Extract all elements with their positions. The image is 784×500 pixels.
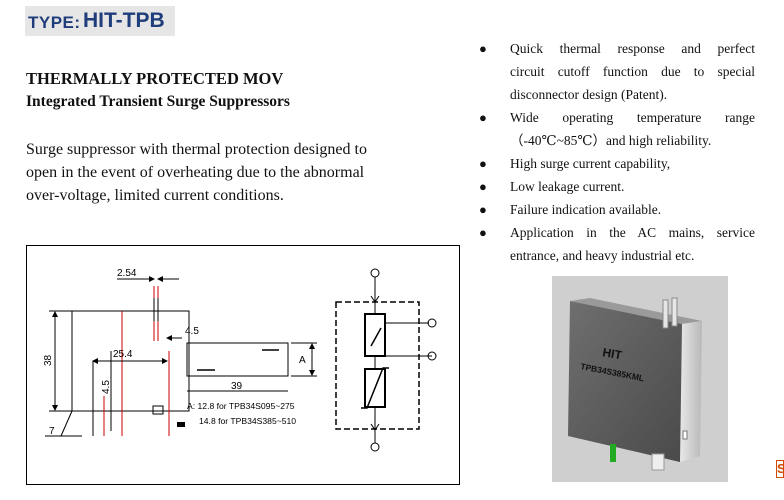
dim-pin-offset: 4.5 (101, 380, 112, 394)
feature-item: ● High surge current capability, (479, 152, 755, 175)
feature-item: ● Wide operating temperature range （-40℃… (479, 106, 755, 152)
photo-brand: HIT (601, 345, 623, 362)
feature-line: circuit cutoff function due to special (510, 64, 755, 79)
feature-item: ● Failure indication available. (479, 198, 755, 221)
edge-logo: S (776, 460, 784, 478)
type-model: HIT-TPB (83, 9, 165, 32)
dimension-drawing-svg: 2.54 4.5 38 25.4 4.5 7 A 39 A: 12.8 fo (43, 268, 437, 452)
product-subtitle: Integrated Transient Surge Suppressors (26, 93, 290, 110)
feature-item: ● Low leakage current. (479, 175, 755, 198)
product-title: THERMALLY PROTECTED MOV (26, 69, 284, 88)
feature-line: Failure indication available. (510, 202, 662, 217)
feature-line: entrance, and heavy industrial etc. (510, 248, 695, 263)
bullet-icon: ● (479, 225, 487, 240)
product-photo: HIT TPB34S385KML (552, 276, 728, 482)
description-line: Surge suppressor with thermal protection… (26, 141, 367, 158)
schematic-symbol (335, 268, 437, 452)
bullet-icon: ● (479, 202, 487, 217)
feature-line: disconnector design (Patent). (510, 87, 668, 102)
feature-line: High surge current capability, (510, 156, 671, 171)
description-line: over-voltage, limited current conditions… (26, 187, 284, 204)
dim-pin-span: 25.4 (113, 349, 133, 360)
type-badge: TYPE: HIT-TPB (25, 6, 175, 36)
feature-item: ● Application in the AC mains, service e… (479, 221, 755, 267)
feature-line: Application in the AC mains, service (510, 225, 755, 240)
bullet-icon: ● (479, 156, 487, 171)
dim-side-thickness: A (299, 355, 306, 366)
bullet-icon: ● (479, 179, 487, 194)
dimension-drawing: 2.54 4.5 38 25.4 4.5 7 A 39 A: 12.8 fo (26, 245, 460, 485)
description: Surge suppressor with thermal protection… (26, 138, 446, 207)
side-view-body (186, 342, 289, 377)
description-line: open in the event of overheating due to … (26, 164, 365, 181)
feature-line: Wide operating temperature range (510, 110, 755, 125)
product-photo-svg: HIT TPB34S385KML (552, 276, 728, 482)
front-view-body (71, 310, 190, 412)
dim-pin-width: 4.5 (185, 326, 199, 337)
feature-line: Low leakage current. (510, 179, 625, 194)
feature-line: Quick thermal response and perfect (510, 41, 755, 56)
type-prefix: TYPE: (28, 13, 81, 32)
bullet-icon: ● (479, 110, 487, 125)
dim-foot: 7 (49, 426, 55, 437)
dim-height: 38 (43, 354, 54, 366)
thickness-note: 14.8 for TPB34S385~510 (199, 416, 296, 426)
feature-item: ● Quick thermal response and perfect cir… (479, 37, 755, 106)
feature-line: （-40℃~85℃）and high reliability. (510, 133, 712, 148)
dim-pin-pitch: 2.54 (117, 268, 137, 279)
thickness-note: A: 12.8 for TPB34S095~275 (187, 401, 295, 411)
bullet-icon: ● (479, 41, 487, 56)
dim-side-length: 39 (231, 381, 243, 392)
feature-list: ● Quick thermal response and perfect cir… (479, 37, 755, 267)
